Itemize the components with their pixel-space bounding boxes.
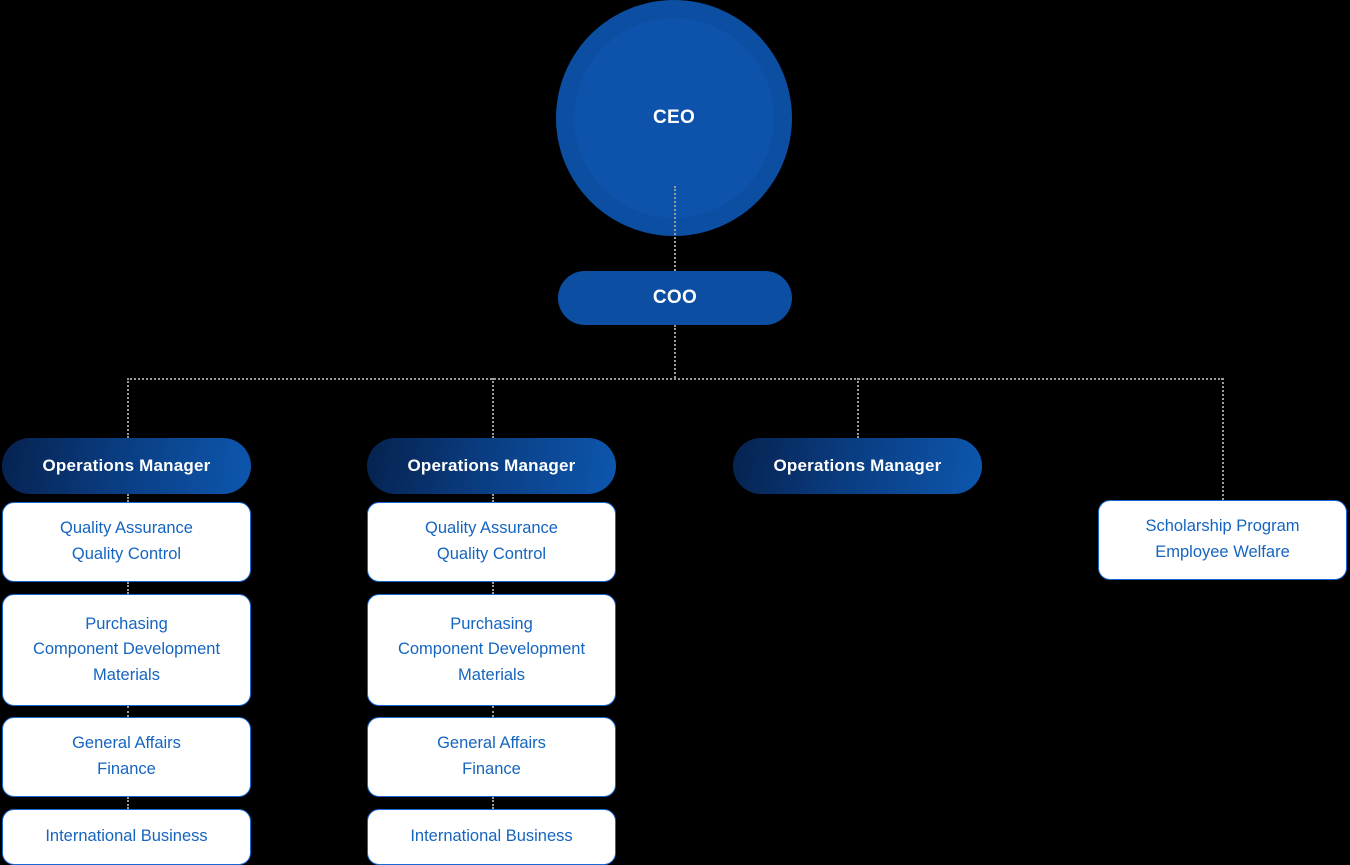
card-general-affairs[interactable]: General Affairs Finance — [2, 717, 251, 797]
node-ceo[interactable]: CEO — [556, 0, 792, 236]
node-operations-manager-1[interactable]: Operations Manager — [2, 438, 251, 494]
card-line: Component Development — [397, 640, 586, 659]
connector-col2-mgr-to-card1 — [492, 494, 494, 502]
connector-col1-mgr-to-card1 — [127, 494, 129, 502]
card-line: Finance — [462, 760, 521, 778]
card-line: Materials — [458, 665, 525, 684]
connector-bus-to-column-2 — [492, 378, 494, 438]
card-line: Materials — [93, 665, 160, 684]
operations-manager-label: Operations Manager — [42, 456, 211, 475]
card-line: Scholarship Program — [1145, 517, 1300, 536]
card-line: Purchasing — [450, 614, 533, 633]
card-purchasing[interactable]: Purchasing Component Development Materia… — [2, 594, 251, 706]
ceo-label: CEO — [652, 107, 696, 128]
card-line: Quality Assurance — [425, 519, 558, 538]
card-line: General Affairs — [437, 734, 546, 753]
connector-bus-to-column-1 — [127, 378, 129, 438]
card-line: Quality Control — [436, 545, 547, 563]
connector-col2-card3-to-card4 — [492, 797, 494, 809]
connector-bus-to-column-4 — [1222, 378, 1224, 500]
card-line: International Business — [410, 827, 573, 846]
card-quality[interactable]: Quality Assurance Quality Control — [367, 502, 616, 582]
card-scholarship-program[interactable]: Scholarship Program Employee Welfare — [1098, 500, 1347, 580]
node-operations-manager-3[interactable]: Operations Manager — [733, 438, 982, 494]
connector-horizontal-bus — [127, 378, 1223, 380]
card-line: General Affairs — [72, 734, 181, 753]
card-purchasing[interactable]: Purchasing Component Development Materia… — [367, 594, 616, 706]
node-coo[interactable]: COO — [558, 271, 792, 325]
card-line: Quality Assurance — [60, 519, 193, 538]
connector-col2-card1-to-card2 — [492, 582, 494, 594]
connector-col2-card2-to-card3 — [492, 706, 494, 717]
connector-col1-card1-to-card2 — [127, 582, 129, 594]
card-line: Component Development — [32, 640, 221, 659]
operations-manager-label: Operations Manager — [407, 456, 576, 475]
card-quality[interactable]: Quality Assurance Quality Control — [2, 502, 251, 582]
ceo-inner-circle — [574, 18, 774, 218]
card-line: Employee Welfare — [1155, 543, 1290, 561]
connector-bus-to-column-3 — [857, 378, 859, 438]
card-international-business[interactable]: International Business — [367, 809, 616, 865]
card-line: Purchasing — [85, 614, 168, 633]
connector-coo-to-bus — [674, 325, 676, 378]
node-operations-manager-2[interactable]: Operations Manager — [367, 438, 616, 494]
connector-ceo-to-coo — [674, 186, 676, 271]
operations-manager-label: Operations Manager — [773, 456, 942, 475]
card-international-business[interactable]: International Business — [2, 809, 251, 865]
card-line: Quality Control — [71, 545, 182, 563]
connector-col1-card3-to-card4 — [127, 797, 129, 809]
card-line: Finance — [97, 760, 156, 778]
coo-label: COO — [652, 287, 698, 308]
card-general-affairs[interactable]: General Affairs Finance — [367, 717, 616, 797]
connector-col1-card2-to-card3 — [127, 706, 129, 717]
card-line: International Business — [45, 827, 208, 846]
